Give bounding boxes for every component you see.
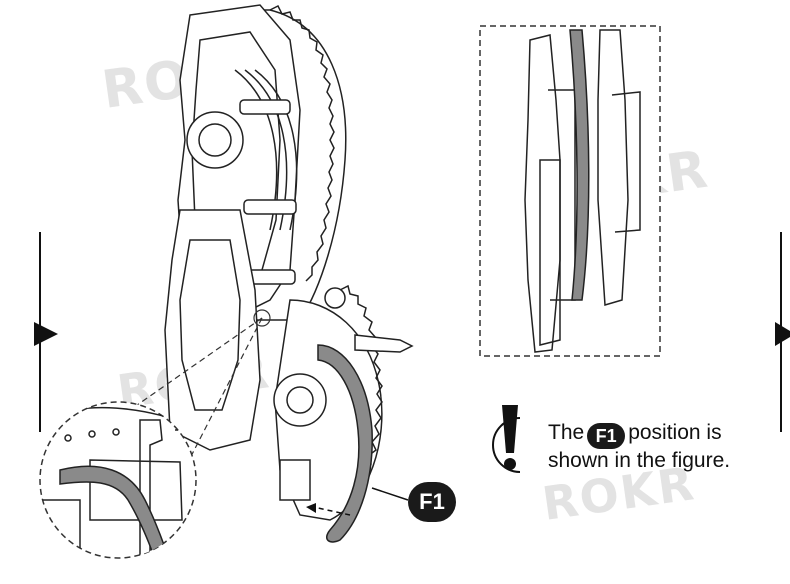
callout-leader: [371, 487, 409, 501]
note-f1-badge: F1: [587, 423, 626, 449]
zoom-lines: [129, 309, 271, 469]
insertion-arrow: [306, 503, 351, 516]
clock-assembly: [164, 4, 414, 521]
note-post: position is: [628, 421, 722, 444]
right-arrow-icon: [775, 232, 790, 432]
note-pre: The: [548, 421, 585, 444]
left-arrow-icon: [34, 232, 58, 432]
exclamation-icon: [492, 405, 521, 473]
note-line2: shown in the figure.: [548, 449, 731, 472]
detail-magnifier: [39, 401, 197, 559]
inset-detail: [479, 25, 661, 357]
f1-part: [317, 344, 373, 543]
f1-callout-badge: F1: [408, 482, 456, 522]
inset-f1-part: [569, 29, 590, 301]
